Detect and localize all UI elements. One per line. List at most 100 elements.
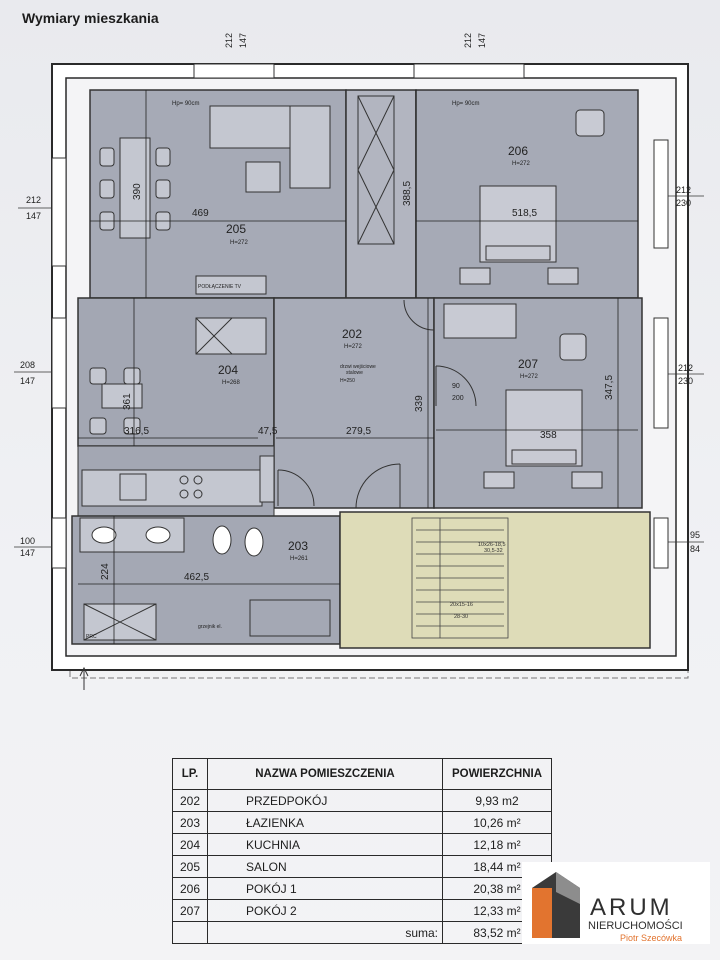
door-width-label: 90 (452, 383, 460, 390)
table-row: 203 ŁAZIENKA 10,26 m² (172, 811, 552, 834)
room-204-number: 204 (218, 363, 238, 377)
dim-339: 339 (414, 395, 425, 412)
room-202-number: 202 (342, 327, 362, 341)
row-lp: 206 (172, 877, 208, 900)
row-lp: 204 (172, 833, 208, 856)
door-swings (277, 299, 477, 509)
table-row: 207 POKÓJ 2 12,33 m² (172, 899, 552, 922)
logo-brand: ARUM (590, 894, 673, 921)
row-name: ŁAZIENKA (207, 811, 443, 834)
page-heading: Wymiary mieszkania (22, 10, 159, 26)
row-name: SALON (207, 855, 443, 878)
room-203-height: H=261 (290, 556, 309, 562)
dim-279-5: 279,5 (346, 426, 371, 437)
heater-note: grzejnik el. (198, 624, 222, 630)
house-logo-icon (532, 872, 580, 938)
window-openings (51, 63, 669, 569)
stairs-note-1: 10x26-18,5 (478, 542, 506, 548)
col-name: NAZWA POMIESZCZENIA (207, 758, 443, 790)
logo-subtitle: NIERUCHOMOŚCI (588, 920, 683, 932)
opening-5-bottom: 147 (20, 376, 35, 386)
opening-7-top: 100 (20, 536, 35, 546)
sill-note-1: Hp= 90cm (172, 101, 200, 107)
door-note-3: H=250 (340, 378, 355, 384)
table-row: 202 PRZEDPOKÓJ 9,93 m2 (172, 789, 552, 812)
opening-4-top: 212 (676, 185, 691, 195)
bed-207 (443, 303, 603, 489)
dim-224: 224 (100, 563, 111, 580)
opening-6-top: 212 (678, 363, 693, 373)
opening-1-top: 212 (224, 33, 234, 48)
dim-469: 469 (192, 208, 209, 219)
opening-3-top: 212 (26, 195, 41, 205)
room-202 (273, 297, 435, 509)
row-area: 9,93 m2 (442, 789, 552, 812)
table-sum-row: suma: 83,52 m² (172, 921, 552, 944)
dim-462-5: 462,5 (184, 572, 209, 583)
row-name: POKÓJ 1 (207, 877, 443, 900)
dim-47-5: 47,5 (258, 426, 278, 437)
entry-arrow-head (79, 666, 89, 677)
area-table: LP. NAZWA POMIESZCZENIA POWIERZCHNIA 202… (172, 758, 552, 948)
door-note: drzwi wejściowe (340, 364, 376, 370)
room-204-height: H=268 (222, 380, 241, 386)
bathroom-fixtures (79, 517, 331, 641)
dim-518-5: 518,5 (512, 208, 537, 219)
floor-plan: 10x26-18,5 30,5-32 20x15-16 28-30 212 14… (14, 33, 704, 690)
dimension-lines (78, 90, 638, 644)
dim-388-5: 388,5 (402, 181, 413, 206)
room-207-height: H=272 (520, 374, 539, 380)
row-name: PRZEDPOKÓJ (207, 789, 443, 812)
arum-logo: ARUM NIERUCHOMOŚCI Piotr Szecówka (522, 862, 710, 944)
row-lp: 202 (172, 789, 208, 812)
dim-358: 358 (540, 430, 557, 441)
kitchen-cabinets (81, 275, 275, 507)
bed-206 (459, 109, 605, 285)
room-207-number: 207 (518, 357, 538, 371)
opening-4-bottom: 230 (676, 198, 691, 208)
door-height-label: 200 (452, 395, 464, 402)
sum-label: suma: (207, 921, 443, 944)
dim-316-5: 316,5 (124, 426, 149, 437)
wardrobe-cross (357, 95, 395, 245)
table-row: 204 KUCHNIA 12,18 m² (172, 833, 552, 856)
room-206-height: H=272 (512, 161, 531, 167)
staircase (339, 511, 651, 649)
sofa (209, 105, 331, 193)
logo-agent-name: Piotr Szecówka (620, 933, 683, 943)
opening-7-bottom: 147 (20, 548, 35, 558)
col-lp: LP. (172, 758, 208, 790)
dim-347-5: 347,5 (604, 375, 615, 400)
row-area: 12,18 m² (442, 833, 552, 856)
opening-8-top: 95 (690, 530, 700, 540)
room-202-height: H=272 (344, 344, 363, 350)
sill-note-2: Hp= 90cm (452, 101, 480, 107)
opening-2-bottom: 147 (477, 33, 487, 48)
row-name: POKÓJ 2 (207, 899, 443, 922)
washer-note: PRC (86, 634, 97, 640)
table-row: 205 SALON 18,44 m² (172, 855, 552, 878)
row-lp: 205 (172, 855, 208, 878)
tv-note: PODŁĄCZENIE TV (198, 284, 242, 290)
room-205-height: H=272 (230, 240, 249, 246)
row-lp: 203 (172, 811, 208, 834)
row-name: KUCHNIA (207, 833, 443, 856)
stair-steps (411, 517, 509, 639)
opening-2-top: 212 (463, 33, 473, 48)
row-area: 10,26 m² (442, 811, 552, 834)
col-area: POWIERZCHNIA (442, 758, 552, 790)
stairs-note-4: 28-30 (454, 614, 468, 620)
room-203-number: 203 (288, 539, 308, 553)
table-row: 206 POKÓJ 1 20,38 m² (172, 877, 552, 900)
stairs-note-3: 20x15-16 (450, 602, 473, 608)
kitchen-table (89, 367, 143, 435)
room-206-number: 206 (508, 144, 528, 158)
opening-5-top: 208 (20, 360, 35, 370)
stairs-note-2: 30,5-32 (484, 548, 503, 554)
row-lp: 207 (172, 899, 208, 922)
door-note-2: stalowe (346, 370, 363, 376)
opening-3-bottom: 147 (26, 211, 41, 221)
opening-8-bottom: 84 (690, 544, 700, 554)
dim-390: 390 (132, 183, 143, 200)
